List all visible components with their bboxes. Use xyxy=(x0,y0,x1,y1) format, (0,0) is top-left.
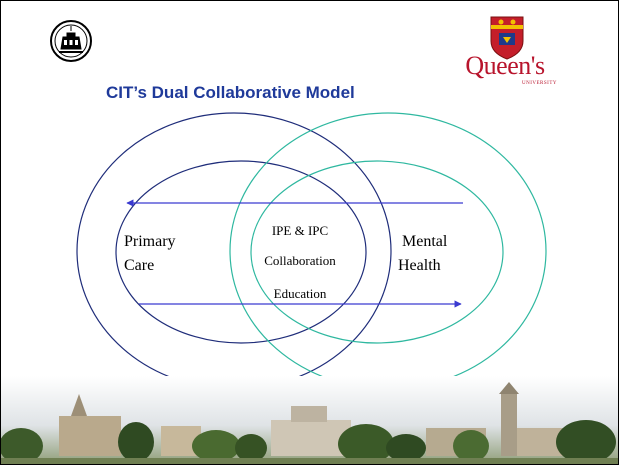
primary-care-label-line1: Primary xyxy=(124,233,176,250)
university-wordmark: UNIVERSITY xyxy=(522,81,557,86)
mental-health-label-line1: Mental xyxy=(402,233,448,250)
seal-logo-icon xyxy=(50,20,92,62)
primary-care-inner-ring xyxy=(115,160,367,344)
campus-skyline-image xyxy=(1,376,618,464)
overlap-label-line2: Collaboration xyxy=(264,253,336,268)
queens-wordmark: Queen's xyxy=(465,51,545,80)
primary-care-label-line2: Care xyxy=(124,257,155,274)
overlap-label-line3: Education xyxy=(273,286,327,301)
overlap-label-line1: IPE & IPC xyxy=(271,223,329,238)
queens-crest-icon xyxy=(490,16,524,60)
mental-health-inner-ring xyxy=(250,160,504,344)
page-title: CIT’s Dual Collaborative Model xyxy=(106,83,355,102)
mental-health-label-line2: Health xyxy=(398,257,441,274)
mental-health-outer-ring xyxy=(229,112,547,390)
